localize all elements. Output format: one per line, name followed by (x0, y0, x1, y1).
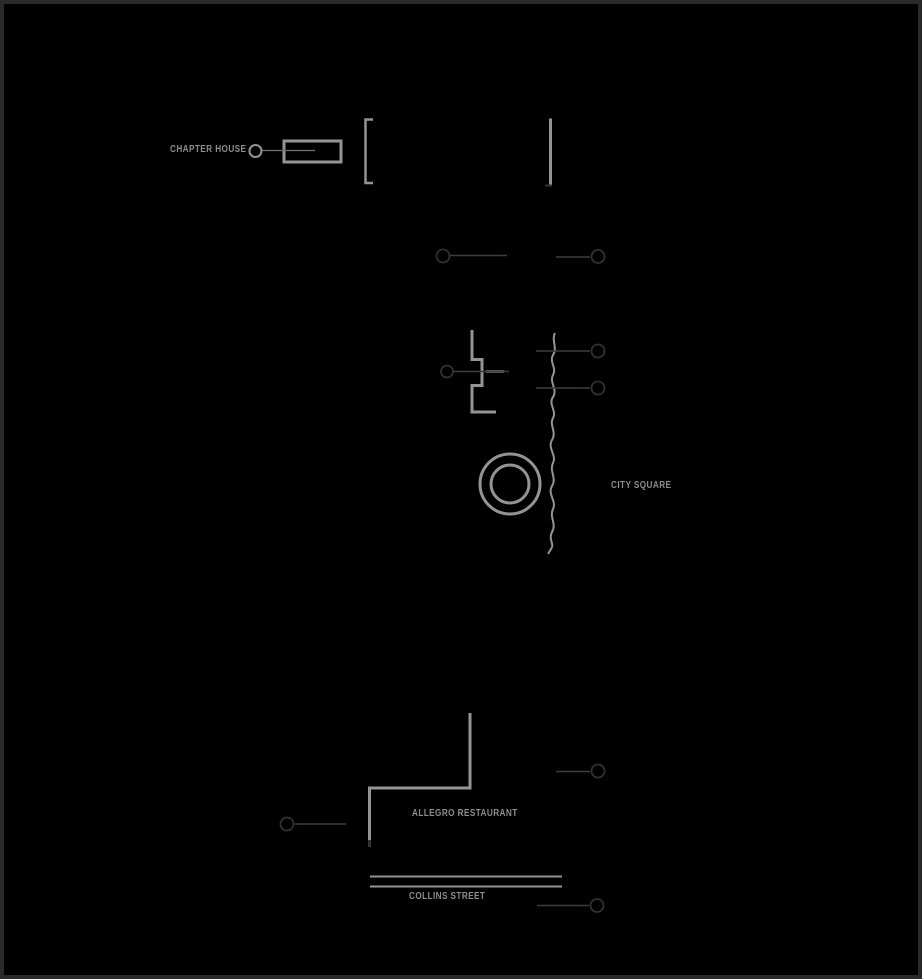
chapter-house-building-outline (282, 139, 343, 164)
bracket-building-edge (364, 118, 373, 185)
dark-markers (279, 184, 606, 913)
chapter-house-marker-circle[interactable] (248, 144, 263, 158)
city-square-label: CITY SQUARE (611, 480, 672, 491)
collins-street-label: COLLINS STREET (409, 891, 486, 902)
map-marker-circle[interactable] (279, 816, 295, 832)
map-drawing (248, 118, 606, 913)
map-marker-circle[interactable] (440, 364, 454, 379)
allegro-restaurant-label: ALLEGRO RESTAURANT (412, 808, 518, 819)
map-marker-circle[interactable] (435, 248, 451, 264)
fountain-outer-ring (478, 452, 542, 516)
map-marker-circle[interactable] (590, 380, 606, 396)
map-marker-circle[interactable] (590, 249, 606, 264)
chapter-house-label: CHAPTER HOUSE (170, 144, 247, 155)
map-marker-circle[interactable] (589, 898, 605, 913)
fountain-inner-ring (489, 463, 531, 505)
city-square-boundary-wavy (547, 332, 556, 555)
light-geometry (282, 118, 562, 888)
stepped-building-edge-upper (470, 330, 496, 414)
map-marker-circle[interactable] (590, 763, 606, 779)
allegro-building-edge (368, 713, 472, 846)
map-marker-circle[interactable] (590, 343, 606, 359)
